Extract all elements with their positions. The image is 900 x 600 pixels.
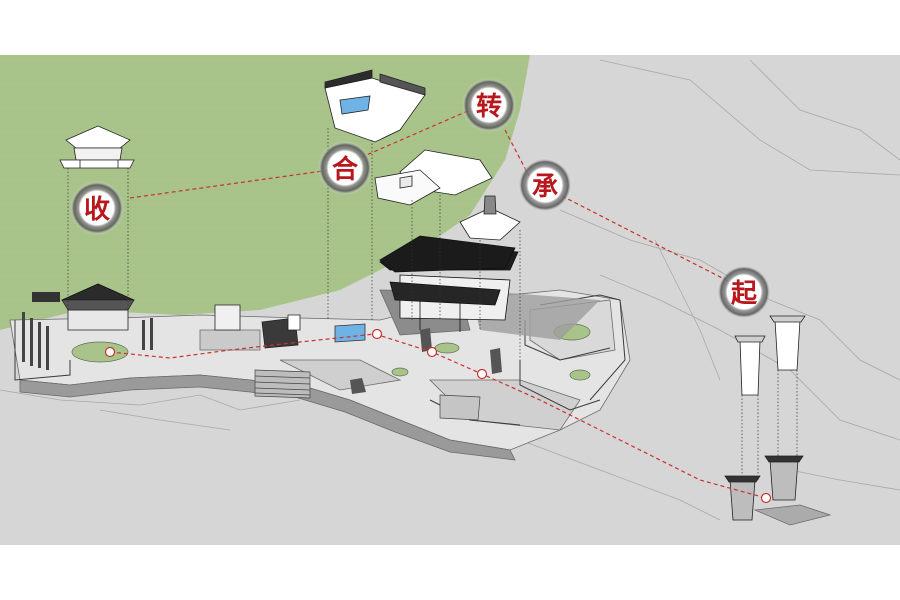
brush-ring — [518, 158, 572, 212]
brush-ring — [70, 181, 124, 235]
label-shou: 收 — [70, 181, 124, 235]
shou-pavilion-building — [32, 283, 135, 331]
site-walls — [14, 294, 626, 426]
statues — [350, 328, 502, 394]
label-cheng-text: 承 — [532, 172, 558, 202]
exploded-zhuan-courtyard — [324, 69, 426, 143]
fence-posts-left — [22, 312, 153, 370]
pools — [334, 323, 366, 343]
qi-gate-towers — [724, 455, 832, 526]
entrance-building — [214, 304, 301, 349]
label-qi: 起 — [717, 265, 771, 319]
label-he-text: 合 — [332, 154, 359, 185]
label-cheng: 承 — [518, 158, 572, 212]
label-shou-text: 收 — [84, 195, 110, 225]
path-nodes — [104, 328, 772, 504]
exploded-shou-pavilion — [59, 125, 135, 169]
exploded-he-platform — [374, 149, 493, 206]
brush-ring — [717, 265, 771, 319]
exploded-cheng-pavilion — [459, 195, 521, 241]
label-zhuan: 转 — [462, 78, 516, 132]
steps — [254, 369, 481, 421]
label-qi-text: 起 — [731, 279, 758, 309]
exploded-qi-gates — [734, 315, 806, 396]
label-zhuan-text: 转 — [476, 92, 502, 122]
exploded-main-roof — [379, 235, 516, 306]
brush-ring — [462, 78, 516, 132]
brush-ring — [318, 141, 372, 195]
label-he: 合 — [318, 141, 372, 195]
